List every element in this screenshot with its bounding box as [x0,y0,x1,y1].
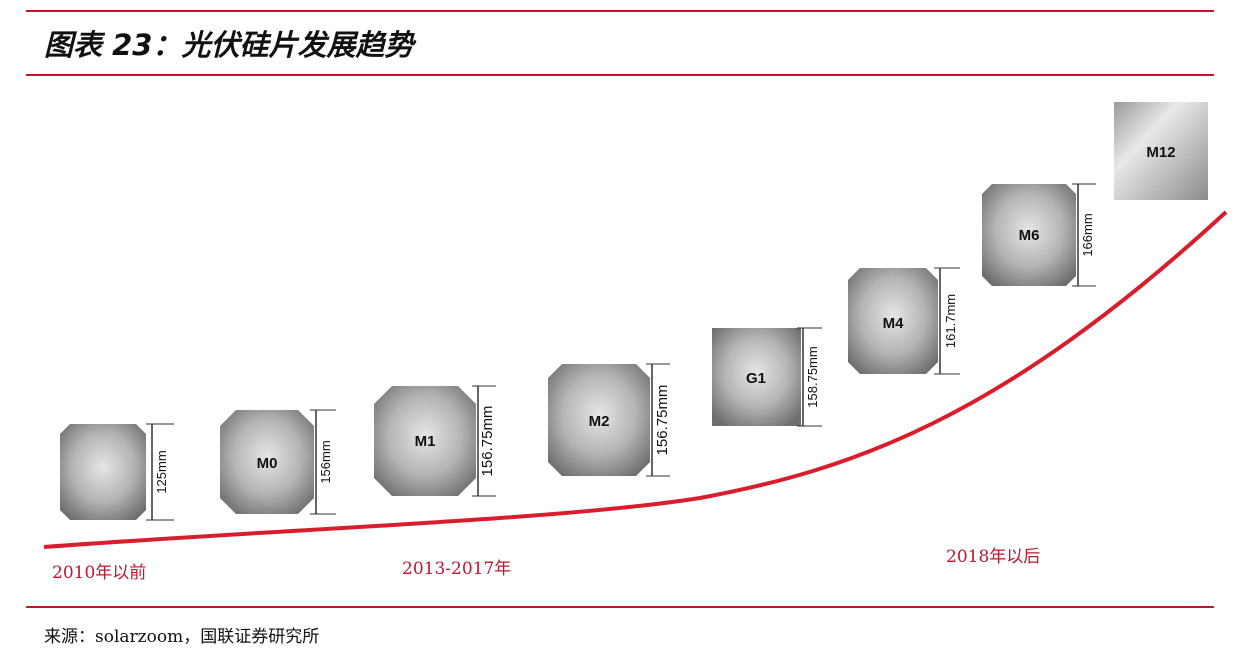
wafer-dimension-label: 166mm [1080,213,1095,256]
wafer-dimension-label: 125mm [154,450,169,493]
era-label-2013-2017: 2013-2017年 [402,559,511,579]
trend-curve [43,210,1228,549]
wafer-name-label: M0 [257,455,278,472]
wafer-m1: M1 156.75mm [374,385,496,497]
wafer-name-label: M12 [1146,144,1175,161]
footer-rule [26,606,1214,608]
wafer-dimension-label: 156mm [318,440,333,483]
wafer-dimension-label: 156.75mm [654,385,671,456]
wafer-dimension-label: 156.75mm [479,406,496,477]
page-title: 图表 23：光伏硅片发展趋势 [44,28,414,62]
wafer-m4: M4 161.7mm [848,267,960,375]
wafer-m6: M6 166mm [982,183,1096,287]
wafer-name-label: M6 [1019,227,1040,244]
wafer-shape [1114,102,1208,200]
wafer-name-label: G1 [746,370,766,387]
wafer-125: 125mm [60,423,174,521]
wafer-dimension-label: 158.75mm [805,346,820,407]
wafer-name-label: M1 [415,433,436,450]
title-rule [26,74,1214,76]
wafer-g1: G1 158.75mm [712,327,822,427]
wafer-shape [982,184,1076,286]
era-label-before-2010: 2010年以前 [52,563,146,583]
wafer-shape [220,410,314,514]
wafer-name-label: M2 [589,413,610,430]
top-rule [26,10,1214,12]
wafer-shape [712,328,801,426]
wafer-shape [60,424,146,520]
wafer-shape [548,364,650,476]
wafer-m0: M0 156mm [220,409,336,515]
wafer-m12: M12 [1114,102,1208,200]
era-label-after-2018: 2018年以后 [946,547,1040,567]
wafer-shape [374,386,476,496]
wafer-name-label: M4 [883,315,904,332]
source-note: 来源：solarzoom，国联证券研究所 [44,627,320,647]
wafer-dimension-label: 161.7mm [943,294,958,348]
wafer-shape [848,268,938,374]
wafer-m2: M2 156.75mm [548,363,671,477]
